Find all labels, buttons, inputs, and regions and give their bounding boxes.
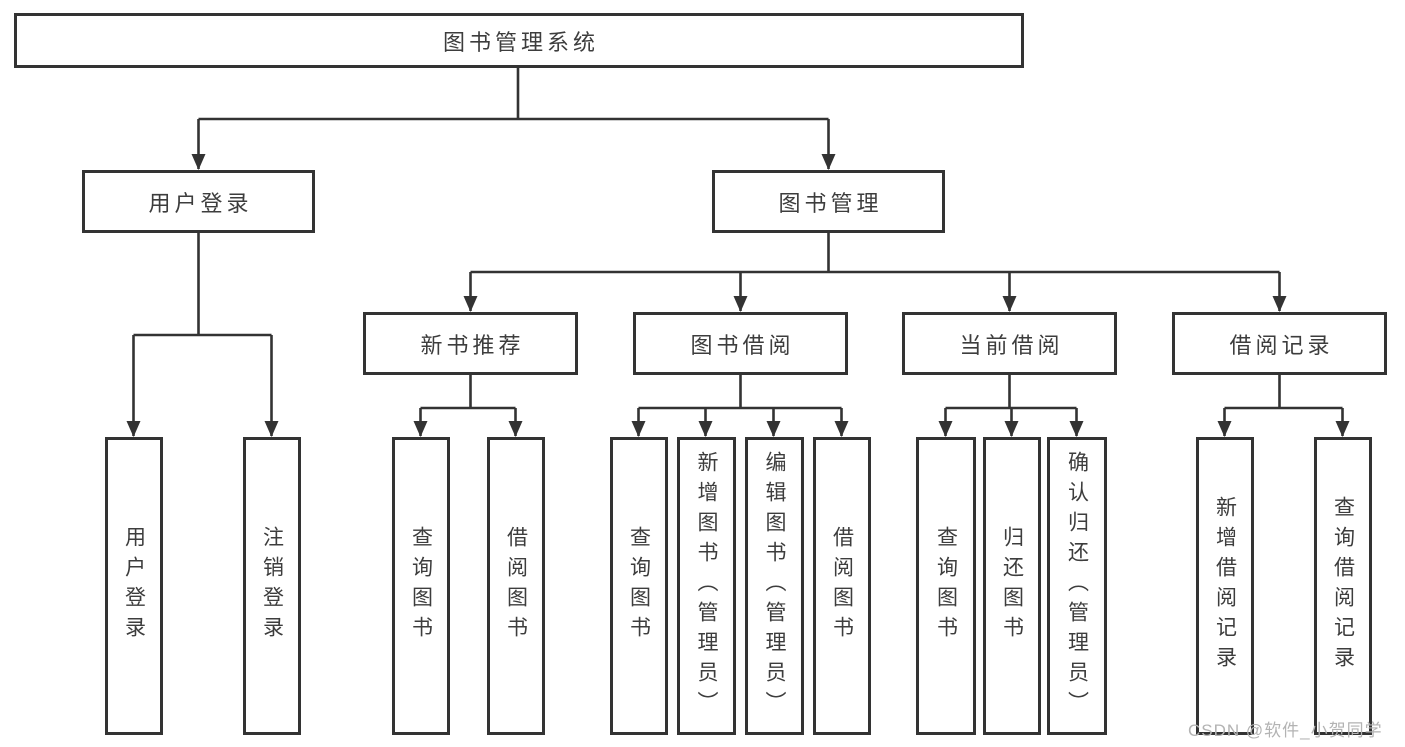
node-borrow-records: 借阅记录 [1172, 312, 1387, 375]
leaf-label: 用户登录 [122, 526, 146, 646]
leaf-return-book: 归还图书 [982, 437, 1041, 735]
leaf-confirm-return-admin: 确认归还（管理员） [1046, 437, 1107, 735]
node-new-book-recommend: 新书推荐 [363, 312, 578, 375]
leaf-label: 查询图书 [409, 526, 433, 646]
leaf-query-borrow-record: 查询借阅记录 [1313, 437, 1372, 735]
leaf-label: 查询图书 [934, 526, 958, 646]
watermark: CSDN @软件_小贺同学 [1188, 721, 1383, 740]
leaf-label: 借阅图书 [830, 526, 854, 646]
leaf-query-books-recommend: 查询图书 [391, 437, 450, 735]
leaf-add-book-admin: 新增图书（管理员） [676, 437, 736, 735]
node-user-login: 用户登录 [82, 170, 315, 233]
node-current-borrowing: 当前借阅 [902, 312, 1117, 375]
connector-elbows [133, 68, 1343, 410]
connector-line [133, 68, 1343, 410]
leaf-borrow-books-borrowing: 借阅图书 [812, 437, 871, 735]
node-root-library-system: 图书管理系统 [14, 13, 1024, 68]
leaf-user-login: 用户登录 [104, 437, 163, 735]
leaf-label: 借阅图书 [504, 526, 528, 646]
leaf-label: 新增图书（管理员） [695, 451, 718, 721]
leaf-label: 编辑图书（管理员） [763, 451, 786, 721]
leaf-label: 确认归还（管理员） [1065, 451, 1089, 721]
leaf-borrow-books-recommend: 借阅图书 [486, 437, 545, 735]
node-book-borrowing: 图书借阅 [633, 312, 848, 375]
leaf-edit-book-admin: 编辑图书（管理员） [744, 437, 804, 735]
leaf-logout: 注销登录 [242, 437, 301, 735]
leaf-label: 归还图书 [1000, 526, 1024, 646]
leaf-label: 注销登录 [260, 526, 284, 646]
leaf-add-borrow-record: 新增借阅记录 [1195, 437, 1254, 735]
leaf-label: 新增借阅记录 [1213, 496, 1237, 676]
node-book-management: 图书管理 [712, 170, 945, 233]
leaf-query-books-borrowing: 查询图书 [609, 437, 668, 735]
connector-arrows [126, 119, 1350, 437]
leaf-label: 查询图书 [627, 526, 651, 646]
leaf-label: 查询借阅记录 [1331, 496, 1355, 676]
leaf-query-books-current: 查询图书 [915, 437, 976, 735]
